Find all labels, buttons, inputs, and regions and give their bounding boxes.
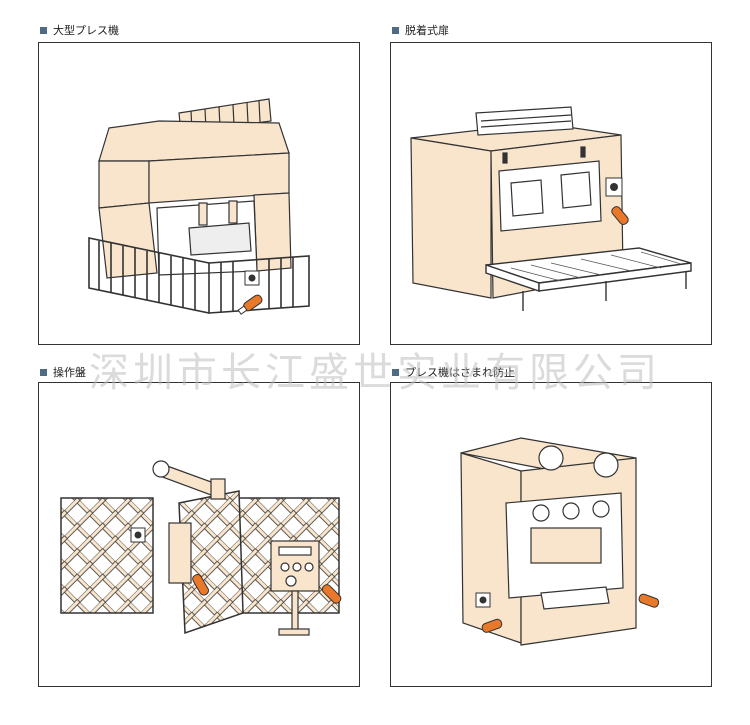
- square-bullet-icon: [392, 368, 399, 376]
- panel-press-pinch-prevention: [390, 382, 712, 687]
- caption-text: 操作盤: [53, 366, 86, 379]
- sensor-key-icon: [321, 584, 342, 604]
- sensor-key-icon: [638, 593, 660, 608]
- large-press-illustration: [88, 98, 310, 315]
- panel-large-press: [38, 42, 360, 345]
- control-box-icon: [270, 540, 320, 636]
- square-bullet-icon: [40, 26, 47, 34]
- control-panel-illustration: [60, 460, 342, 636]
- sensor-key-icon: [237, 294, 263, 315]
- sensor-key-icon: [192, 573, 210, 596]
- square-bullet-icon: [40, 368, 47, 376]
- caption-text: 脱着式扉: [405, 24, 449, 37]
- panel-control-panel: [38, 382, 360, 687]
- press-pinch-illustration: [460, 437, 660, 646]
- caption-text: プレス機はさまれ防止: [405, 366, 515, 379]
- caption-control-panel: 操作盤: [40, 364, 86, 380]
- square-bullet-icon: [392, 26, 399, 34]
- panel-removable-door: [390, 42, 712, 345]
- sensor-key-icon: [611, 206, 629, 225]
- removable-door-illustration: [410, 106, 692, 311]
- caption-removable-door: 脱着式扉: [392, 22, 449, 38]
- sensor-key-icon: [481, 618, 503, 633]
- caption-press-pinch-prevention: プレス機はさまれ防止: [392, 364, 515, 380]
- caption-text: 大型プレス機: [53, 24, 119, 37]
- caption-large-press: 大型プレス機: [40, 22, 119, 38]
